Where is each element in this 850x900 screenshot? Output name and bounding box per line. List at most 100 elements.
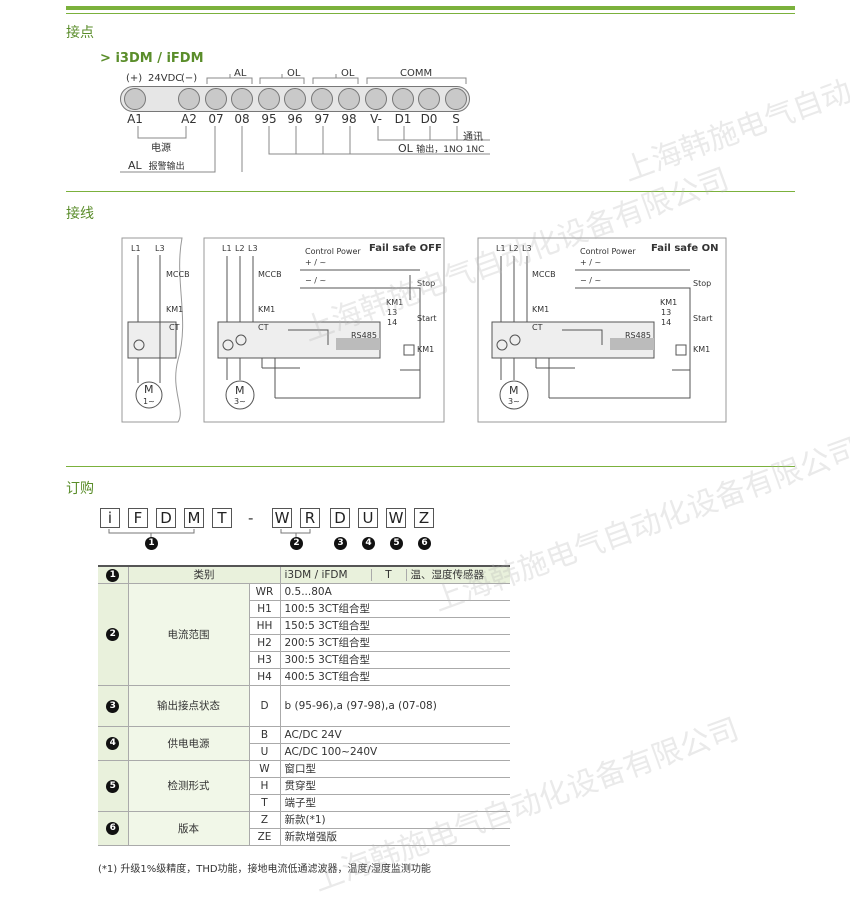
top-rule	[66, 6, 795, 10]
wiring-l1-a: L1	[131, 244, 141, 253]
arrow-icon: >	[100, 51, 111, 66]
voltage-label: 24VDC	[148, 73, 183, 84]
rs485-b: RS485	[351, 331, 377, 340]
marker-3: 3	[334, 537, 347, 550]
model-name: i3DM / iFDM	[115, 51, 204, 66]
wiring-mccb-c: MCCB	[532, 270, 556, 279]
terminal-07	[205, 88, 227, 110]
terminal-label: 07	[208, 112, 224, 126]
start-label-c: Start	[693, 314, 713, 323]
code-brackets	[108, 529, 311, 538]
desc-cell: 300:5 3CT组合型	[280, 651, 510, 669]
desc-cell: b (95-96),a (97-98),a (07-08)	[280, 685, 510, 727]
terminal-v	[365, 88, 387, 110]
wiring-l1-c: L1	[496, 244, 506, 253]
terminal-97	[311, 88, 333, 110]
category-cell: 电流范围	[128, 583, 250, 686]
stop-label-b: Stop	[417, 279, 436, 288]
table-row: 4 供电电源 B AC/DC 24V	[98, 726, 510, 761]
code-cell: U	[249, 743, 281, 761]
desc-cell: 100:5 3CT组合型	[280, 600, 510, 618]
desc-cell: AC/DC 100~240V	[280, 743, 510, 761]
terminal-d1	[392, 88, 414, 110]
row-marker: 3	[106, 699, 120, 713]
terminal-a1	[124, 88, 146, 110]
ol-legend: OL 输出，1NO 1NC	[398, 142, 484, 155]
wiring-l1-b: L1	[222, 244, 232, 253]
power-label: 电源	[151, 143, 171, 154]
terminal-label: V-	[370, 112, 382, 126]
motor3-label-c: M	[509, 384, 519, 397]
wiring-l3-c: L3	[522, 244, 532, 253]
desc-cell: AC/DC 24V	[280, 726, 510, 744]
code-cell: H1	[249, 600, 281, 618]
control-power-b: Control Power	[305, 247, 361, 256]
minus-label: (−)	[181, 73, 198, 84]
wiring-km1-c: KM1	[532, 305, 550, 314]
code-char: M	[184, 508, 204, 528]
model-desc: i3DM / iFDM	[281, 569, 372, 582]
ol2-top-label: OL	[341, 68, 355, 79]
terminal-08	[231, 88, 253, 110]
comm-cn-label: 通讯	[463, 132, 483, 143]
wiring-ct-c: CT	[532, 323, 543, 332]
plus-label: (+)	[126, 73, 143, 84]
km1-coil-c: KM1	[660, 298, 678, 307]
desc-cell: 0.5...80A	[280, 583, 510, 601]
motor1-sub: 1~	[143, 397, 155, 406]
marker-4: 4	[362, 537, 375, 550]
code-char: D	[330, 508, 350, 528]
terminal-label: D0	[420, 112, 438, 126]
category-cell: 供电电源	[128, 726, 250, 761]
table-row: 5 检测形式 W 窗口型	[98, 760, 510, 812]
table-row: 3 输出接点状态 D b (95-96),a (97-98),a (07-08)	[98, 685, 510, 727]
n14-b: 14	[387, 318, 398, 327]
code-cell: D	[249, 685, 281, 727]
km1-relay-c: KM1	[693, 345, 711, 354]
motor3-sub-b: 3~	[234, 397, 246, 406]
km1-coil-b: KM1	[386, 298, 404, 307]
marker-2: 2	[290, 537, 303, 550]
category-cell: 类别	[128, 565, 281, 584]
n13-c: 13	[661, 308, 672, 317]
cp-minus-b: − / ~	[305, 276, 327, 285]
row-marker: 2	[106, 628, 120, 641]
extra-desc: 温、湿度传感器	[410, 569, 485, 582]
table-row: 2 电流范围 WR 0.5...80A	[98, 583, 510, 686]
terminal-a2	[178, 88, 200, 110]
wiring-l3-a: L3	[155, 244, 165, 253]
code-cell: T	[249, 794, 281, 812]
n14-c: 14	[661, 318, 672, 327]
code-cell: B	[249, 726, 281, 744]
section-rule	[66, 466, 795, 467]
wiring-l2-c: L2	[509, 244, 519, 253]
rs485-c: RS485	[625, 331, 651, 340]
row-marker: 5	[106, 779, 120, 793]
terminal-d0	[418, 88, 440, 110]
n13-b: 13	[387, 308, 398, 317]
motor3-label-b: M	[235, 384, 245, 397]
code-char: W	[272, 508, 292, 528]
terminal-lines	[120, 74, 490, 173]
code-cell: H3	[249, 651, 281, 669]
row-marker: 6	[106, 822, 120, 835]
terminal-96	[284, 88, 306, 110]
wiring-ct-b: CT	[258, 323, 269, 332]
terminal-label: A1	[127, 112, 143, 126]
code-char: R	[300, 508, 320, 528]
ol1-top-label: OL	[287, 68, 301, 79]
code-cell: ZE	[249, 828, 281, 846]
wiring-km1-b: KM1	[258, 305, 276, 314]
footnote: (*1) 升级1%级精度，THD功能，接地电流低通滤波器，温度/湿度监测功能	[98, 864, 431, 875]
fail-safe-off: Fail safe OFF	[369, 243, 442, 254]
terminal-label: 98	[341, 112, 357, 126]
al-top-label: AL	[234, 68, 247, 79]
terminal-s	[445, 88, 467, 110]
code-cell: W	[249, 760, 281, 778]
terminal-label: 08	[234, 112, 250, 126]
